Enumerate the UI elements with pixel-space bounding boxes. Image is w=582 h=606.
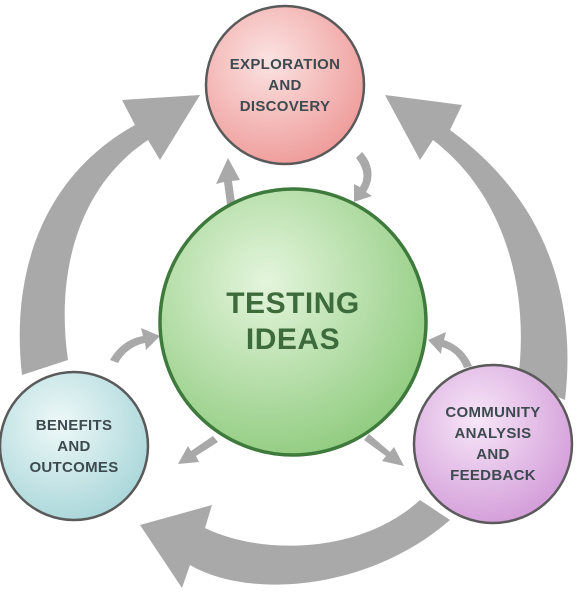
label-line: FEEDBACK <box>450 467 536 484</box>
node-circle-center <box>158 187 428 457</box>
arrow-center-to-left <box>178 436 218 464</box>
arrow-center-to-right <box>364 434 404 466</box>
arrow-center-to-top <box>216 158 240 212</box>
arc-arrow-right <box>385 95 568 400</box>
label-line: COMMUNITY <box>445 404 541 421</box>
node-circle-left <box>0 370 150 522</box>
arrow-left-to-center <box>110 328 160 363</box>
node-label-top: EXPLORATION AND DISCOVERY <box>206 6 364 164</box>
label-line: AND <box>57 437 91 455</box>
node-label-right: COMMUNITY ANALYSIS AND FEEDBACK <box>414 365 572 523</box>
label-line: AND <box>476 446 510 463</box>
label-line: IDEAS <box>245 323 341 356</box>
label-line: EXPLORATION <box>229 55 341 73</box>
arc-arrow-bottom <box>140 500 450 588</box>
label-line: ANALYSIS <box>454 425 532 442</box>
outer-cycle-arrows <box>19 95 568 588</box>
label-line: AND <box>268 76 302 94</box>
arc-arrow-left <box>19 95 200 375</box>
node-label-left: BENEFITS AND OUTCOMES <box>0 372 148 520</box>
label-line: TESTING <box>226 287 360 320</box>
node-circle-top <box>204 4 366 166</box>
inner-arrows <box>110 152 472 466</box>
label-line: OUTCOMES <box>29 458 119 476</box>
node-circle-right <box>412 363 574 525</box>
label-line: BENEFITS <box>35 416 113 434</box>
arrow-top-to-center <box>354 152 372 202</box>
arrow-right-to-center <box>428 332 472 368</box>
label-line: DISCOVERY <box>239 97 331 115</box>
